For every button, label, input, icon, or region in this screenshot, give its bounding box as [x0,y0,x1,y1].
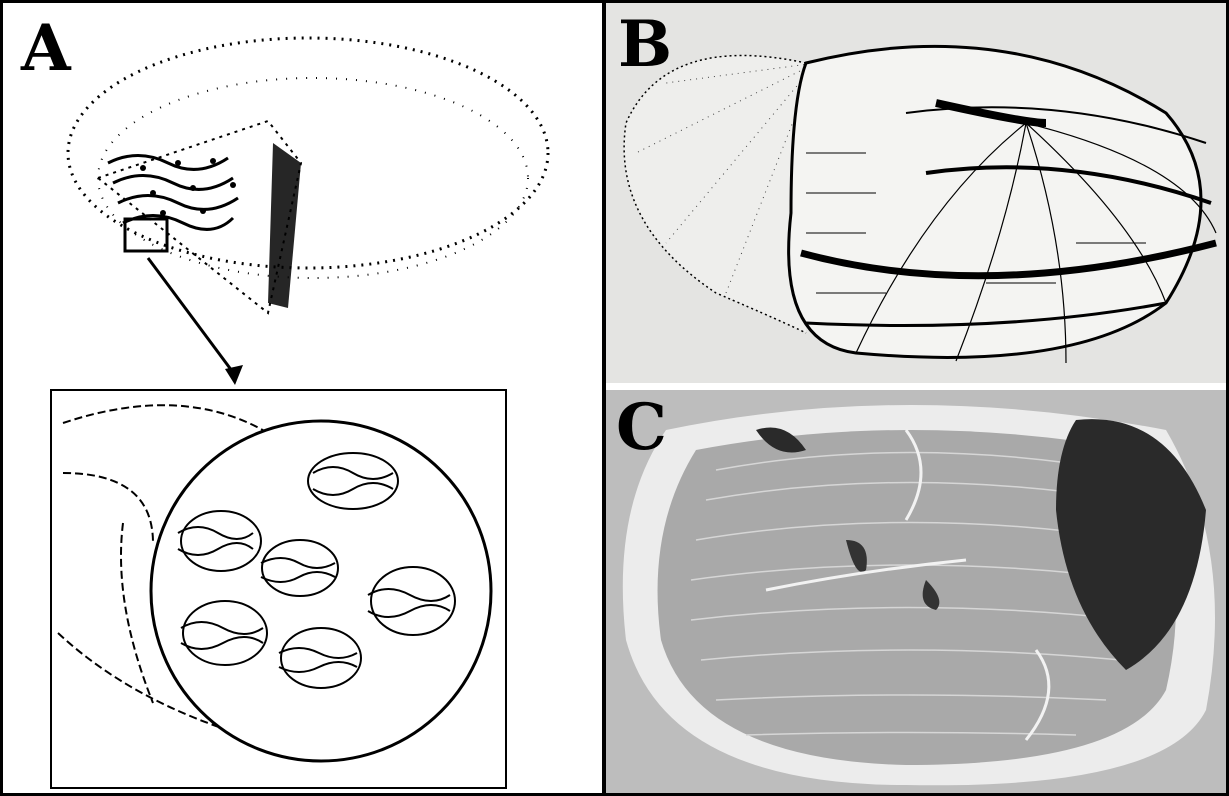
panel-label-b: B [618,13,672,77]
panel-label-a: A [21,17,71,81]
zoom-arrow [148,258,235,375]
zoom-arrowhead [225,365,243,385]
layered-half [789,46,1201,357]
panel-label-c: C [616,396,667,460]
panel-a: A [3,3,602,793]
stippled-half [624,56,806,334]
selection-box [125,219,167,251]
wedge-side [268,143,301,308]
disc-outline [68,38,548,268]
panel-a-illustration [3,3,602,793]
panel-c: C [606,390,1226,793]
panel-c-micrograph [606,390,1226,793]
panel-b: B [606,3,1226,383]
panel-divider-horizontal [606,383,1226,390]
panel-b-illustration [606,3,1226,383]
